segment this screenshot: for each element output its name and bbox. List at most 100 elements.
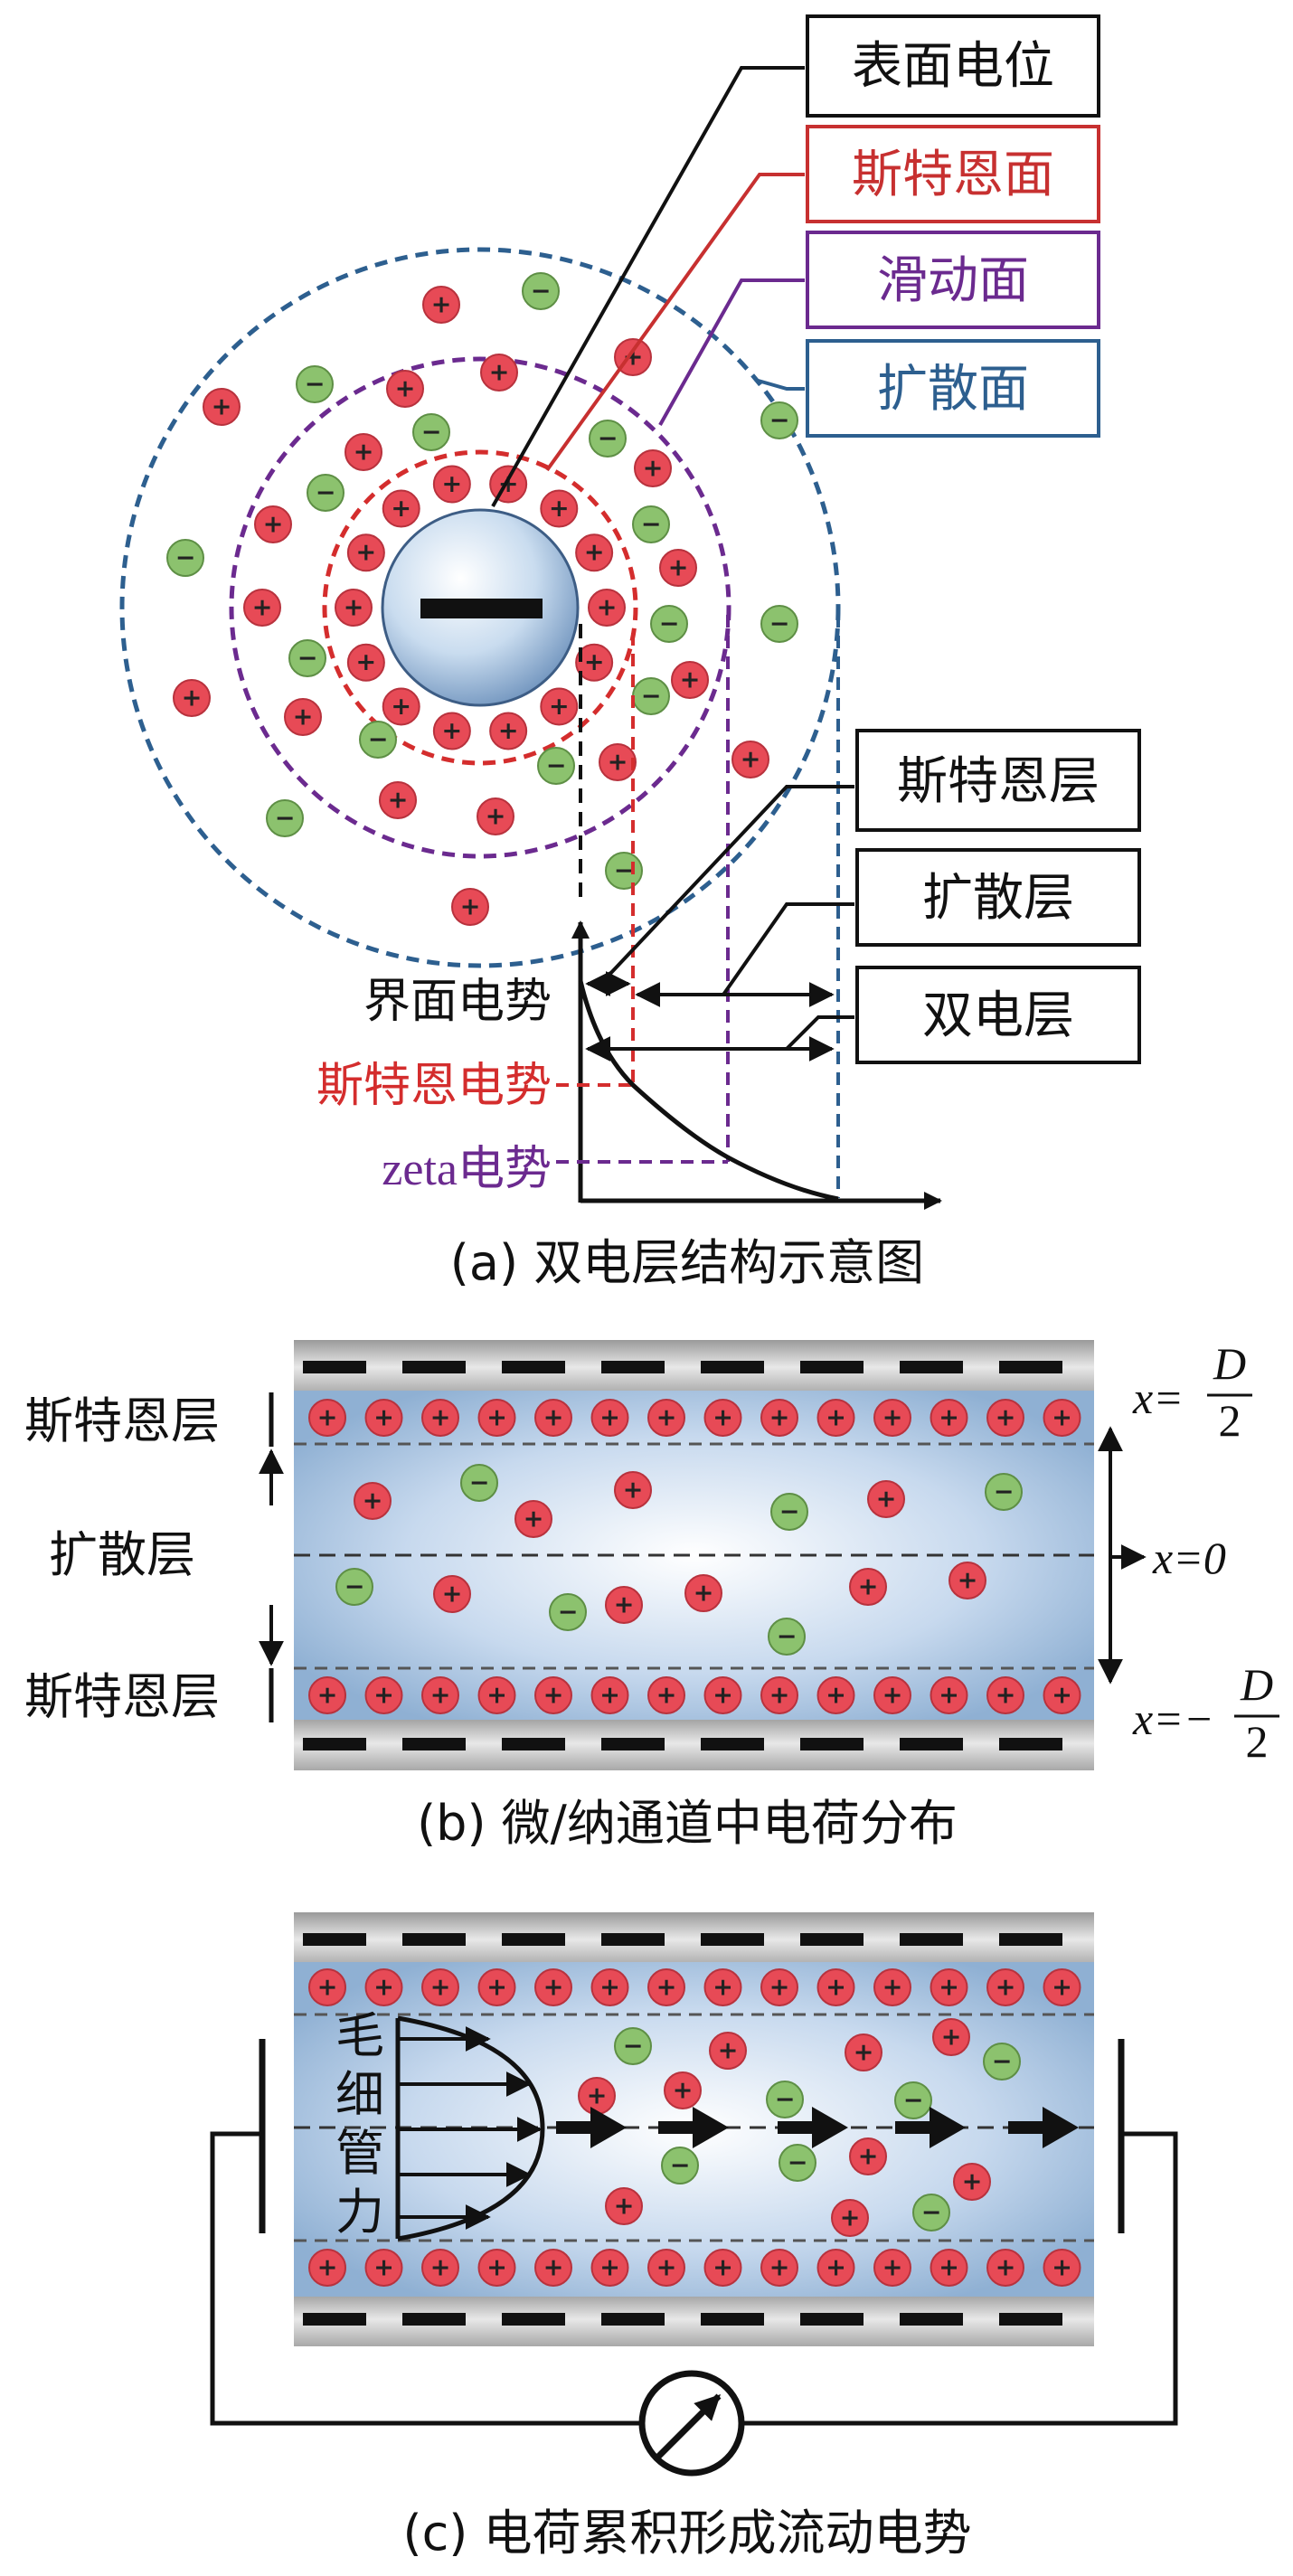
anion: − bbox=[760, 605, 798, 643]
cation: + bbox=[873, 1968, 911, 2006]
anion-sign: − bbox=[777, 1622, 798, 1650]
cation: + bbox=[873, 2249, 911, 2287]
anion: − bbox=[605, 852, 643, 890]
caption-c: (c) 电荷累积形成流动电势 bbox=[403, 2505, 972, 2562]
cation: + bbox=[1043, 1676, 1081, 1714]
cation: + bbox=[284, 698, 322, 736]
wall-charge-mark bbox=[701, 1933, 764, 1946]
label-stern-potential: 斯特恩电势 bbox=[316, 1059, 552, 1113]
cation: + bbox=[575, 533, 614, 572]
cation: + bbox=[364, 1676, 403, 1714]
anion: − bbox=[661, 2147, 699, 2184]
cation-sign: + bbox=[489, 358, 510, 386]
cation: + bbox=[760, 1399, 798, 1437]
cation-sign: + bbox=[741, 745, 761, 773]
cation: + bbox=[760, 2249, 798, 2287]
cation: + bbox=[590, 2249, 629, 2287]
cation: + bbox=[684, 1574, 722, 1612]
label-b-stern-top: 斯特恩层 bbox=[24, 1392, 220, 1449]
label-slip-plane: 滑动面 bbox=[877, 251, 1029, 310]
wall-charge-mark bbox=[303, 1933, 366, 1946]
cation: + bbox=[703, 2249, 742, 2287]
cation: + bbox=[703, 1968, 742, 2006]
cation: + bbox=[534, 1968, 572, 2006]
cation-sign: + bbox=[524, 1505, 544, 1533]
anion: − bbox=[589, 420, 627, 458]
cation: + bbox=[1043, 2249, 1081, 2287]
cation: + bbox=[1043, 1399, 1081, 1437]
cation-sign: + bbox=[826, 1681, 846, 1709]
cation: + bbox=[379, 781, 417, 819]
cation-sign: + bbox=[713, 1403, 733, 1431]
flow-arrow-head bbox=[1043, 2107, 1079, 2148]
channel-c-wall-marks bbox=[303, 1933, 1062, 2326]
wall-charge-mark bbox=[502, 1361, 565, 1373]
particle-negative-sign bbox=[420, 599, 543, 618]
channel-b-wall-marks bbox=[303, 1361, 1062, 1750]
cation-sign: + bbox=[543, 1403, 564, 1431]
cation-sign: + bbox=[826, 1973, 846, 2001]
cation: + bbox=[647, 2249, 685, 2287]
cation-sign: + bbox=[388, 786, 409, 814]
cation: + bbox=[346, 533, 385, 572]
cation-sign: + bbox=[543, 1681, 564, 1709]
cation-sign: + bbox=[344, 593, 364, 621]
cation-sign: + bbox=[363, 1486, 383, 1514]
anion-sign: − bbox=[598, 424, 618, 452]
label-stern-plane: 斯特恩面 bbox=[852, 146, 1054, 204]
label-box-diffuse-plane: 扩散面 bbox=[806, 339, 1100, 438]
cation: + bbox=[421, 1968, 459, 2006]
cation-sign: + bbox=[543, 2253, 564, 2281]
cation-sign: + bbox=[962, 2167, 983, 2195]
wall-charge-mark bbox=[303, 2313, 366, 2326]
cation-sign: + bbox=[486, 1973, 507, 2001]
cation-sign: + bbox=[939, 1681, 959, 1709]
label-x-top-den: 2 bbox=[1219, 1395, 1241, 1446]
cation-sign: + bbox=[713, 1681, 733, 1709]
cation: + bbox=[514, 1500, 552, 1538]
cation-sign: + bbox=[599, 1681, 620, 1709]
cation: + bbox=[953, 2163, 991, 2201]
anion-sign: − bbox=[275, 804, 296, 832]
leader-stern-layer bbox=[606, 785, 854, 978]
label-stern-layer: 斯特恩层 bbox=[897, 752, 1100, 811]
anion-sign: − bbox=[368, 725, 389, 753]
anion: − bbox=[766, 2081, 804, 2118]
wall-charge-mark bbox=[502, 2313, 565, 2326]
cation: + bbox=[534, 1676, 572, 1714]
anion-sign: − bbox=[175, 543, 196, 571]
label-diffuse-layer: 扩散层 bbox=[922, 869, 1074, 928]
anion: − bbox=[359, 721, 397, 759]
cation: + bbox=[986, 1968, 1024, 2006]
wall-charge-mark bbox=[402, 2313, 466, 2326]
anion-sign: − bbox=[670, 2151, 691, 2179]
cation-sign: + bbox=[713, 1973, 733, 2001]
anion: − bbox=[912, 2194, 950, 2232]
cation: + bbox=[816, 1968, 855, 2006]
cation-sign: + bbox=[212, 392, 232, 420]
anion: − bbox=[296, 365, 334, 403]
cation: + bbox=[709, 2032, 747, 2070]
cation-sign: + bbox=[668, 553, 689, 581]
cation-sign: + bbox=[614, 2192, 635, 2220]
cation-sign: + bbox=[769, 1403, 790, 1431]
wall-charge-mark bbox=[402, 1361, 466, 1373]
cation: + bbox=[432, 465, 471, 504]
cation: + bbox=[308, 2249, 346, 2287]
anion: − bbox=[614, 2027, 652, 2065]
cation: + bbox=[451, 888, 489, 926]
cation: + bbox=[421, 1676, 459, 1714]
cation-sign: + bbox=[713, 2253, 733, 2281]
anion: − bbox=[985, 1473, 1023, 1511]
leader-slip-plane bbox=[658, 278, 805, 426]
cation-sign: + bbox=[317, 1973, 338, 2001]
label-box-surface-potential: 表面电位 bbox=[806, 14, 1100, 118]
cation-sign: + bbox=[460, 892, 481, 920]
cation: + bbox=[534, 2249, 572, 2287]
label-diffuse-plane: 扩散面 bbox=[877, 360, 1029, 419]
cation-sign: + bbox=[656, 1681, 677, 1709]
cation: + bbox=[534, 1399, 572, 1437]
cation-sign: + bbox=[543, 1973, 564, 2001]
cation-sign: + bbox=[996, 1403, 1016, 1431]
